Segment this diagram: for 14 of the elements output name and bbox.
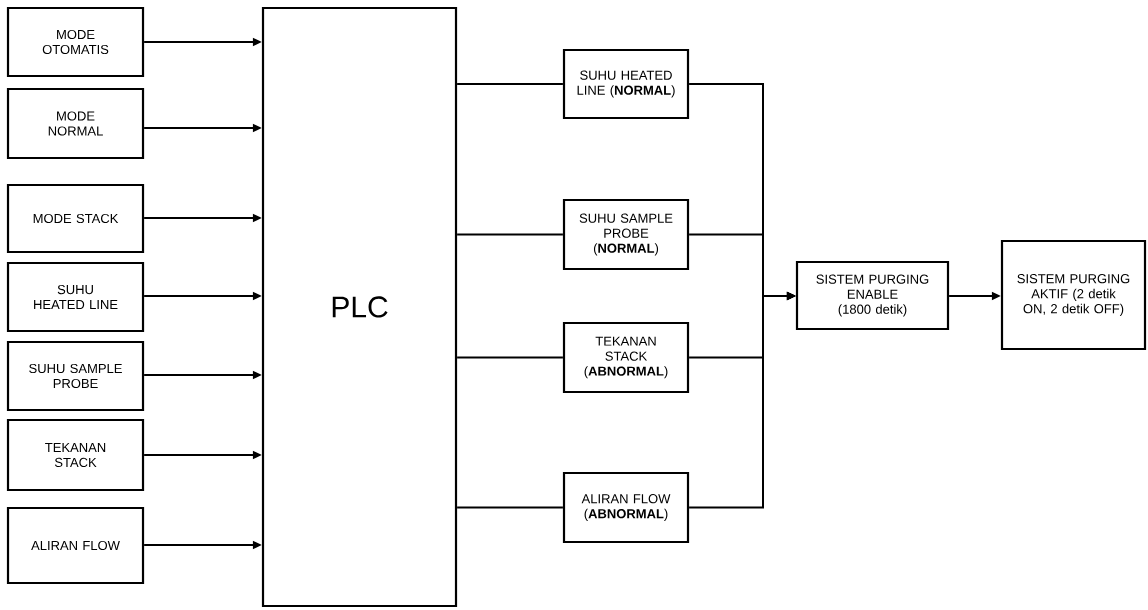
condition-box: SUHU HEATED LINE (NORMAL) [562,48,690,120]
process-box: SISTEM PURGING AKTIF (2 detik ON, 2 detik OFF) [1000,239,1147,351]
input-box: ALIRAN FLOW [6,506,145,585]
condition-box: SUHU SAMPLE PROBE (NORMAL) [562,198,690,271]
input-box: MODE NORMAL [6,87,145,160]
input-box: MODE STACK [6,183,145,254]
condition-box: TEKANAN STACK (ABNORMAL) [562,321,690,394]
input-box: TEKANAN STACK [6,418,145,492]
condition-box: ALIRAN FLOW (ABNORMAL) [562,471,690,544]
input-box: MODE OTOMATIS [6,6,145,78]
input-box: SUHU SAMPLE PROBE [6,340,145,412]
plc-box: PLC [261,6,458,608]
process-box: SISTEM PURGING ENABLE (1800 detik) [795,260,950,331]
input-box: SUHU HEATED LINE [6,261,145,333]
